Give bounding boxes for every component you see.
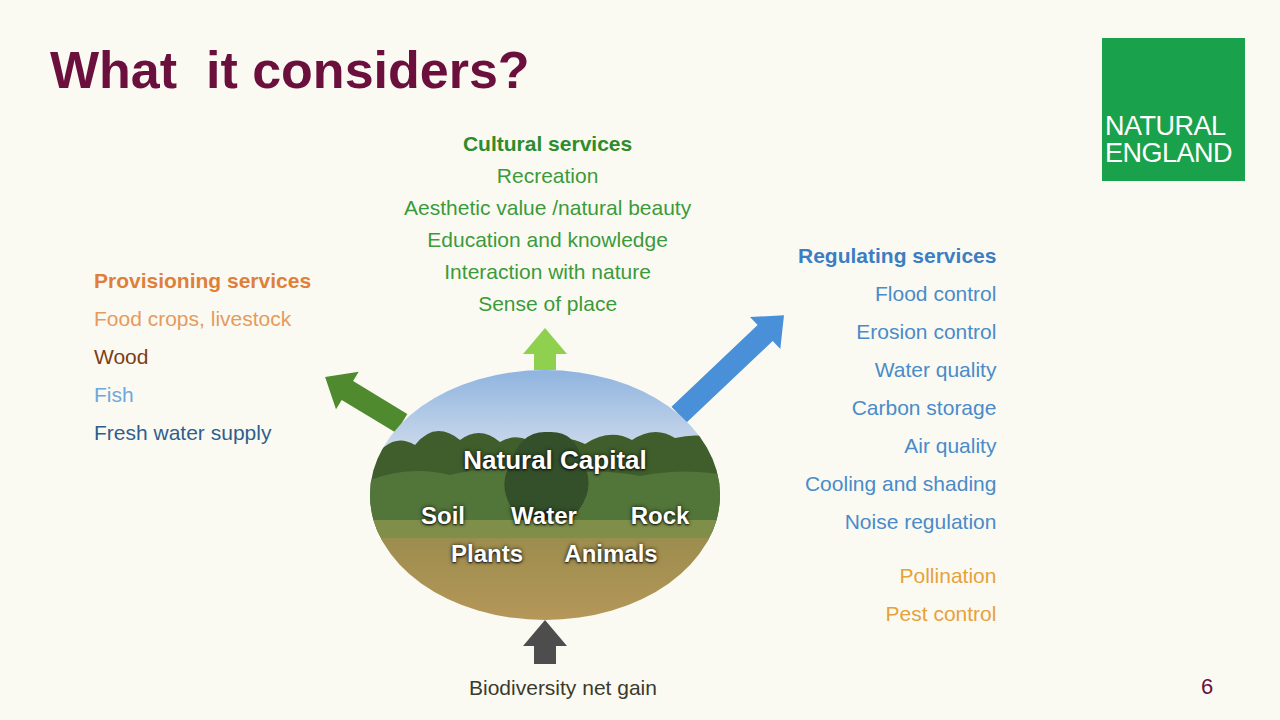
natural-capital-ellipse: Natural CapitalSoil Water RockPlants Animal…	[370, 370, 720, 620]
tree-line	[370, 431, 720, 540]
service-group: Regulating servicesFlood controlErosion …	[792, 237, 1002, 633]
block-arrow	[672, 315, 785, 422]
service-item: Carbon storage	[798, 389, 996, 427]
block-arrow	[523, 620, 567, 664]
service-item: Erosion control	[798, 313, 996, 351]
service-item: Education and knowledge	[404, 224, 691, 256]
capital-text: Soil	[421, 502, 465, 530]
capital-text: Rock	[631, 502, 690, 530]
service-group: Provisioning servicesFood crops, livesto…	[88, 262, 317, 452]
capital-text: Animals	[564, 540, 657, 568]
service-item: Cooling and shading	[798, 465, 996, 503]
service-item: Pollination	[798, 557, 996, 595]
grass	[370, 538, 720, 620]
service-item: Recreation	[404, 160, 691, 192]
service-group: Cultural servicesRecreationAesthetic val…	[398, 128, 697, 320]
page-number: 6	[1201, 674, 1213, 700]
capital-text: Water	[511, 502, 577, 530]
slide-title: What it considers?	[50, 40, 530, 100]
service-item: Aesthetic value /natural beauty	[404, 192, 691, 224]
block-arrow	[523, 328, 567, 370]
service-item: Flood control	[798, 275, 996, 313]
group-heading: Cultural services	[404, 128, 691, 160]
landscape-photo	[370, 370, 720, 620]
service-item: Sense of place	[404, 288, 691, 320]
service-item: Water quality	[798, 351, 996, 389]
service-item: Air quality	[798, 427, 996, 465]
group-heading: Regulating services	[798, 237, 996, 275]
service-item: Wood	[94, 338, 311, 376]
capital-text: Plants	[451, 540, 523, 568]
service-item: Noise regulation	[798, 503, 996, 541]
service-item: Interaction with nature	[404, 256, 691, 288]
service-item: Biodiversity net gain	[469, 672, 657, 704]
logo-text: NATURAL ENGLAND	[1105, 113, 1243, 167]
logo-box: NATURAL ENGLAND	[1102, 38, 1245, 181]
service-item: Pest control	[798, 595, 996, 633]
service-group: Biodiversity net gain	[463, 672, 663, 704]
service-item: Fresh water supply	[94, 414, 311, 452]
block-arrow	[325, 372, 407, 433]
service-item: Fish	[94, 376, 311, 414]
service-item: Food crops, livestock	[94, 300, 311, 338]
group-heading: Provisioning services	[94, 262, 311, 300]
capital-text: Natural Capital	[463, 445, 647, 476]
